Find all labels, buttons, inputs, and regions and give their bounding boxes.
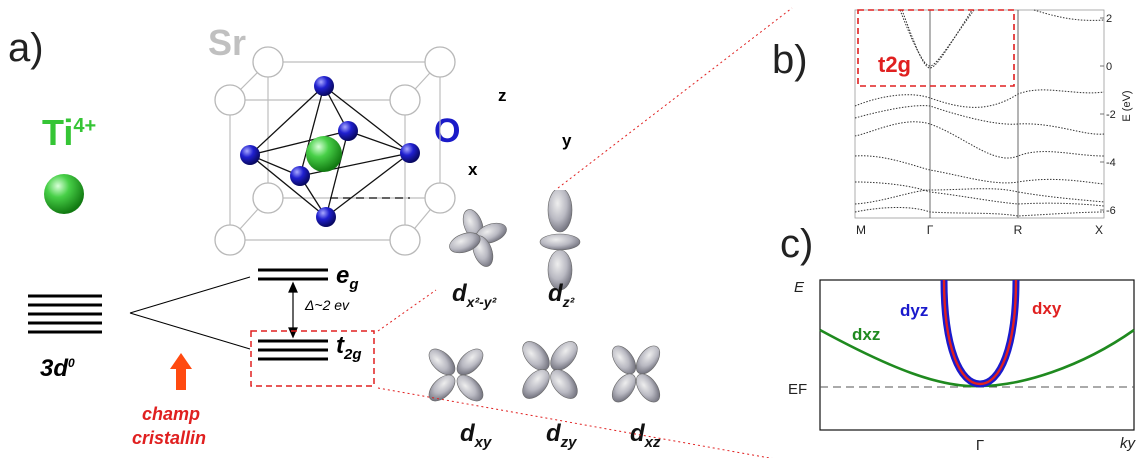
ytick-minus4: -4	[1106, 157, 1116, 169]
t2g-label: t2g	[336, 332, 362, 363]
eg-label: eg	[336, 262, 359, 293]
gap-label: Δ~2 ev	[305, 297, 350, 313]
kpoint-gamma: Γ	[927, 223, 934, 237]
orbital-dz2-shape	[539, 190, 581, 291]
panel-a-label: a)	[8, 26, 44, 70]
orbital-dxz-base: d	[630, 420, 645, 447]
orbital-dxy-shape	[428, 348, 484, 402]
ti-center-sphere	[306, 136, 342, 172]
fermi-label: EF	[788, 381, 807, 398]
t2g-band-highlight	[857, 9, 1015, 87]
orbital-dz2-sub: z²	[562, 293, 575, 310]
orbital-dxy-sub: xy	[474, 433, 492, 451]
panel-b-label: b)	[772, 38, 808, 82]
orbital-dx2y2-base: d	[452, 280, 467, 307]
band-frame	[854, 9, 1105, 219]
field-label-line2: cristallin	[132, 428, 207, 448]
dispersion-xlabel: ky	[1120, 435, 1137, 452]
ytick-0: 0	[1106, 61, 1112, 73]
t2g-band-label: t2g	[878, 52, 911, 78]
degenerate-levels	[28, 294, 102, 334]
eg-base: e	[336, 262, 350, 289]
crystal-structure-diagram	[28, 46, 456, 390]
dxz-label: dxz	[852, 325, 880, 344]
band-structure-plot: 2 0 -2 -4 -6 E (eV) M Γ R X	[854, 9, 1133, 237]
orbital-shapes	[428, 190, 661, 403]
orbital-dzy-label: dzy	[546, 420, 577, 451]
orbital-dx2y2-label: dx²-y²	[452, 280, 496, 310]
orbital-dxy-base: d	[460, 420, 475, 447]
oxygen-label: O	[434, 112, 461, 150]
kpoint-m: M	[856, 223, 866, 237]
dispersion-ylabel: E	[794, 279, 805, 296]
ytick-minus6: -6	[1106, 205, 1116, 217]
ti-label: Ti4+	[42, 112, 96, 154]
ytick-minus2: -2	[1106, 109, 1116, 121]
dispersion-plot: E Γ ky EF dxz dyz dxy	[788, 279, 1137, 454]
gamma-label: Γ	[976, 437, 984, 454]
t2g-levels	[258, 339, 328, 361]
orbital-dxy-label: dxy	[460, 420, 491, 451]
dispersion-frame	[819, 279, 1135, 431]
t2g-sub: 2g	[344, 345, 362, 363]
config-label: 3d0	[40, 355, 75, 383]
orbital-dx2y2-shape	[449, 209, 507, 267]
sr-corner-atoms	[214, 46, 456, 256]
orbital-dxz-label: dxz	[630, 420, 661, 451]
orbital-dz2-base: d	[548, 280, 563, 307]
oxygen-atoms	[240, 76, 420, 227]
orbital-dzy-shape	[522, 341, 578, 399]
gap-arrow	[288, 281, 298, 339]
sr-label: Sr	[208, 22, 247, 63]
kpoint-r: R	[1014, 223, 1023, 237]
t2g-highlight-box	[250, 330, 375, 387]
panel-c-label: c)	[780, 222, 814, 266]
t2g-base: t	[336, 332, 344, 359]
band-curves	[854, 9, 1105, 217]
splitting-lines	[129, 276, 251, 350]
kpoint-x: X	[1095, 223, 1103, 237]
orbital-dz2-label: dz²	[548, 280, 574, 310]
ti-ion-sphere	[44, 174, 84, 214]
orbital-dxz-sub: xz	[644, 433, 661, 451]
axis-x-label: x	[468, 160, 478, 179]
band-yticks	[1100, 17, 1104, 211]
ti-symbol: Ti	[42, 112, 74, 153]
dxy-label: dxy	[1032, 299, 1062, 318]
config-sup: 0	[68, 356, 75, 370]
axis-y-label: y	[562, 131, 572, 150]
orbital-dzy-sub: zy	[560, 433, 577, 451]
t2g-band-label-text: t2g	[878, 52, 911, 77]
axis-z-label: z	[498, 86, 507, 105]
band-ylabel: E (eV)	[1121, 90, 1133, 121]
config-base: 3d	[40, 355, 69, 382]
eg-sub: g	[349, 275, 359, 293]
orbital-dx2y2-sub: x²-y²	[466, 293, 497, 310]
orbital-dxz-shape	[611, 345, 661, 403]
ytick-2: 2	[1106, 13, 1112, 25]
field-label-line1: champ	[142, 404, 201, 424]
orbital-dzy-base: d	[546, 420, 561, 447]
dxy-curve	[942, 279, 1018, 386]
eg-levels	[258, 268, 328, 281]
ti-charge: 4+	[73, 115, 97, 137]
crystal-field-arrow	[170, 353, 192, 390]
dyz-label: dyz	[900, 301, 928, 320]
